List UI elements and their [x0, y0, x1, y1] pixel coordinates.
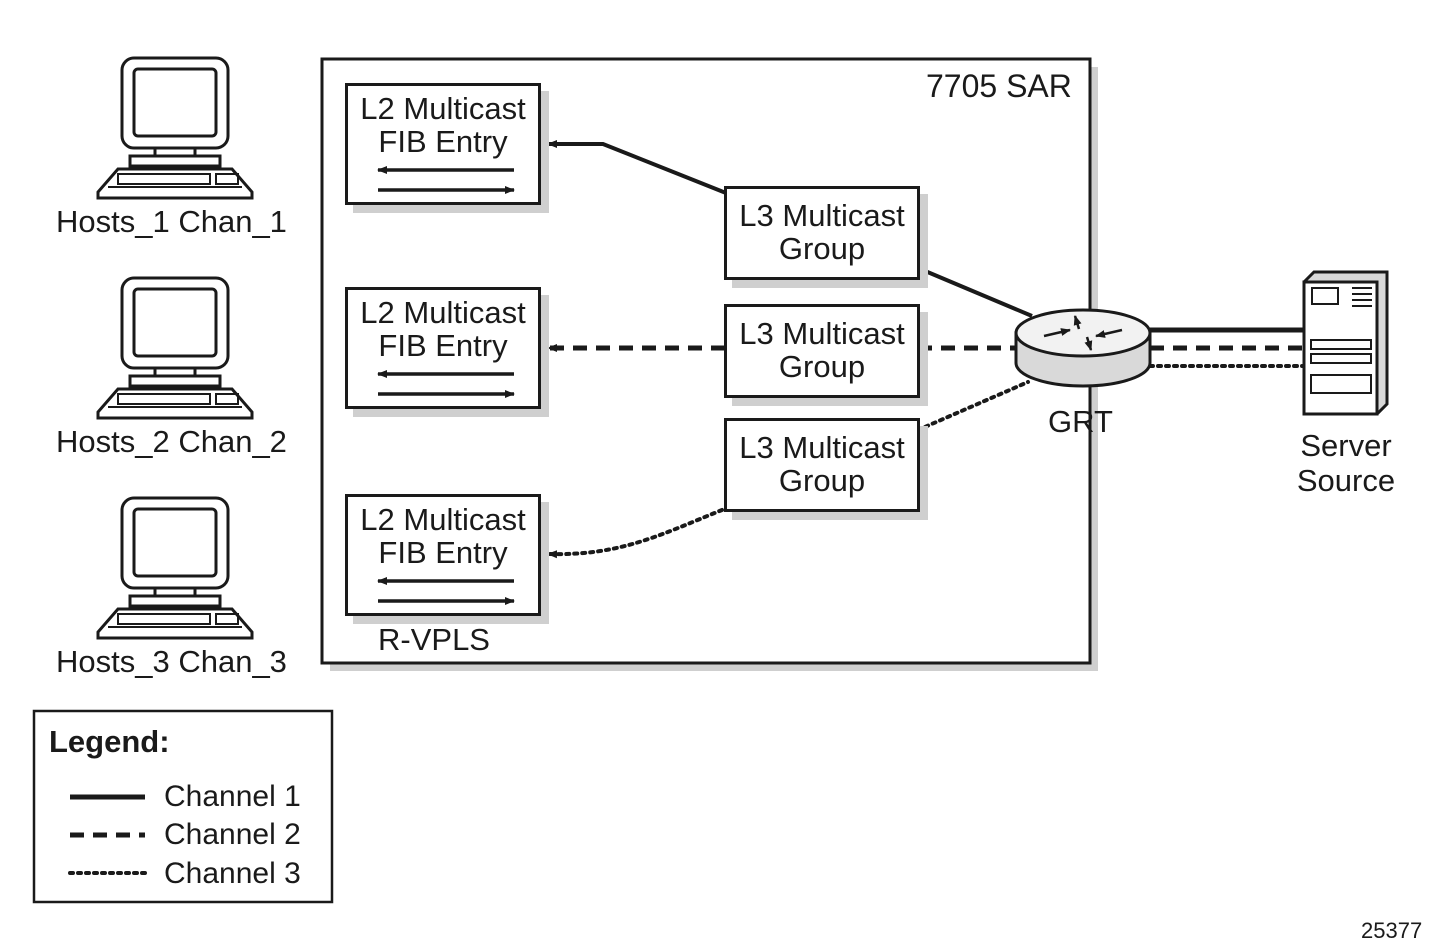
- host-label-1: Hosts_1 Chan_1: [56, 204, 287, 239]
- l2-fib-entry-3: L2 Multicast FIB Entry: [345, 494, 541, 616]
- l3-group-title: L3 Multicast Group: [739, 198, 905, 266]
- l2-fib-entry-title: L2 Multicast FIB Entry: [360, 502, 526, 570]
- host-computer-icon: [96, 496, 254, 640]
- host-computer-icon: [96, 56, 254, 200]
- figure-id: 25377: [1361, 918, 1423, 943]
- sar-title: 7705 SAR: [926, 68, 1072, 104]
- legend-title: Legend:: [49, 724, 170, 759]
- host-label-2: Hosts_2 Chan_2: [56, 424, 287, 459]
- l3-multicast-group-3: L3 Multicast Group: [724, 418, 920, 512]
- channel-3-link-grt: [916, 380, 1030, 432]
- router-label: GRT: [1048, 404, 1113, 439]
- l3-multicast-group-1: L3 Multicast Group: [724, 186, 920, 280]
- channel-1-link-grt: [917, 266, 1033, 318]
- legend-item-channel-3: Channel 3: [164, 857, 301, 890]
- r-vpls-label: R-VPLS: [378, 622, 490, 657]
- host-computer-icon: [96, 276, 254, 420]
- legend-item-channel-1: Channel 1: [164, 780, 301, 813]
- legend-box: [32, 709, 334, 904]
- legend-item-channel-2: Channel 2: [164, 818, 301, 851]
- bidirectional-arrows-icon: [377, 370, 515, 398]
- l2-fib-entry-title: L2 Multicast FIB Entry: [360, 91, 526, 159]
- l2-fib-entry-1: L2 Multicast FIB Entry: [345, 83, 541, 205]
- server-label: Server Source: [1296, 428, 1396, 498]
- channel-1-link-l2: [547, 140, 727, 195]
- bidirectional-arrows-icon: [377, 166, 515, 194]
- router-icon: [1014, 308, 1152, 388]
- bidirectional-arrows-icon: [377, 577, 515, 605]
- channel-3-link-l2: [546, 508, 724, 559]
- l2-fib-entry-2: L2 Multicast FIB Entry: [345, 287, 541, 409]
- l2-fib-entry-title: L2 Multicast FIB Entry: [360, 295, 526, 363]
- server-icon: [1302, 270, 1389, 416]
- host-label-3: Hosts_3 Chan_3: [56, 644, 287, 679]
- l3-multicast-group-2: L3 Multicast Group: [724, 304, 920, 398]
- l3-group-title: L3 Multicast Group: [739, 430, 905, 498]
- l3-group-title: L3 Multicast Group: [739, 316, 905, 384]
